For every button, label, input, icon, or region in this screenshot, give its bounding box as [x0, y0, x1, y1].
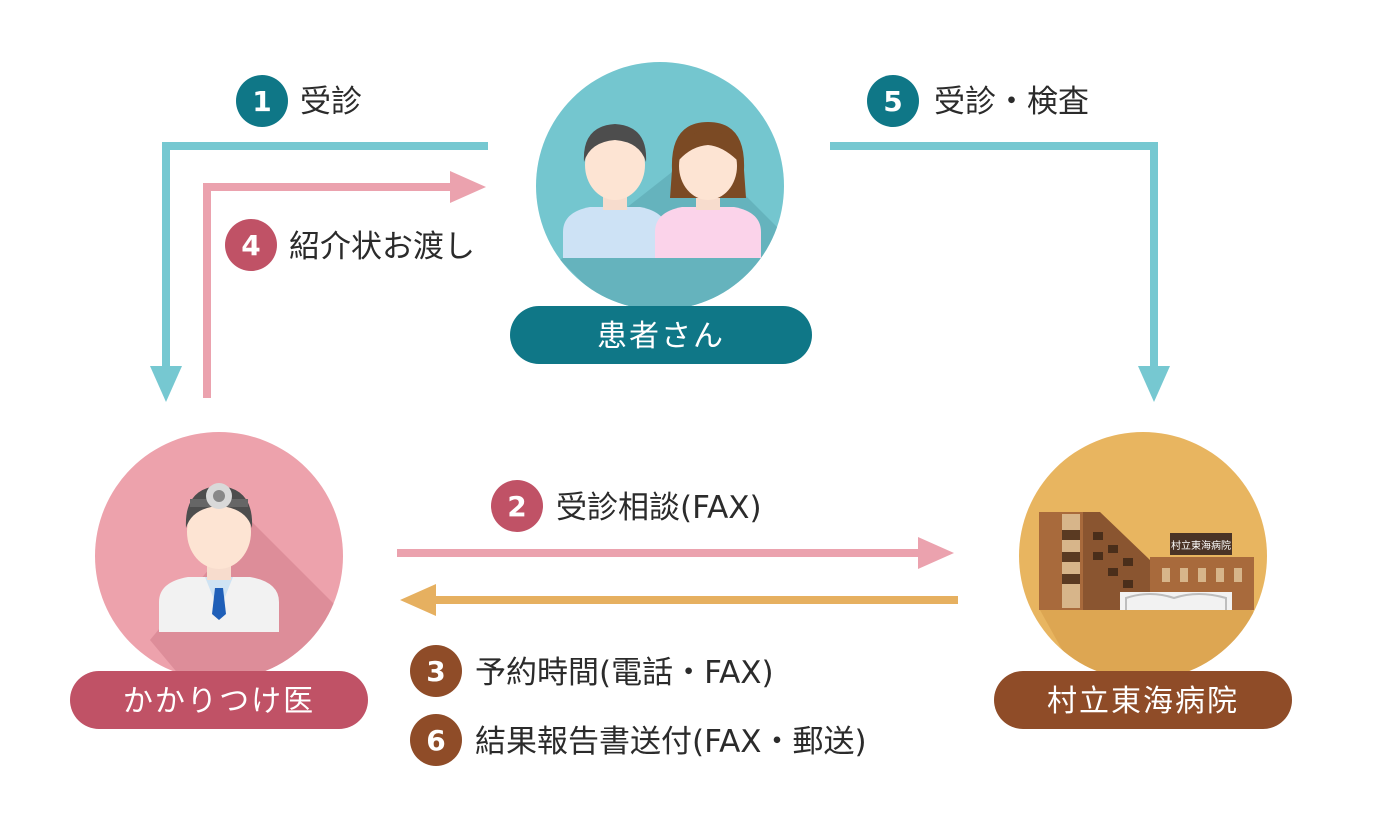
arrow-step2-doctor-to-hospital: [397, 537, 954, 569]
step-2-text: 受診相談(FAX): [556, 490, 762, 526]
step-3-number: 3: [426, 655, 445, 688]
step-2-label: 2 受診相談(FAX): [491, 480, 762, 532]
step-2-badge: [491, 480, 543, 532]
step-1-label: 1 受診: [236, 75, 362, 127]
hospital-building-icon: 村立東海病院: [1039, 512, 1254, 610]
step-5-text: 受診・検査: [934, 84, 1089, 120]
doctor-node: かかりつけ医: [70, 432, 368, 729]
hospital-node: 村立東海病院 村立東海病院: [994, 432, 1292, 729]
doctor-label-pill: [70, 671, 368, 729]
patients-label-pill: [510, 306, 812, 364]
patients-label: 患者さん: [597, 319, 725, 354]
doctor-icon: [159, 483, 279, 632]
step-3-badge: [410, 645, 462, 697]
step-3-text: 予約時間(電話・FAX): [475, 655, 774, 691]
step-6-text: 結果報告書送付(FAX・郵送): [475, 724, 867, 760]
arrow-step3-hospital-to-doctor: [400, 584, 958, 616]
patients-node: 患者さん: [510, 62, 812, 364]
step-1-number: 1: [252, 85, 271, 118]
hospital-label: 村立東海病院: [1047, 684, 1239, 719]
step-2-number: 2: [507, 490, 526, 523]
step-5-number: 5: [883, 85, 902, 118]
step-6-number: 6: [426, 724, 445, 757]
hospital-sign: [1170, 533, 1232, 555]
step-4-badge: [225, 219, 277, 271]
step-5-badge: [867, 75, 919, 127]
step-3-label: 3 予約時間(電話・FAX): [410, 645, 774, 697]
step-4-text: 紹介状お渡し: [289, 229, 475, 265]
arrow-step5-patients-to-hospital: [830, 142, 1170, 402]
step-1-text: 受診: [300, 84, 362, 120]
step-4-number: 4: [241, 229, 260, 262]
step-1-badge: [236, 75, 288, 127]
step-5-label: 5 受診・検査: [867, 75, 1089, 127]
doctor-label: かかりつけ医: [123, 684, 315, 719]
patients-icon: [563, 122, 761, 258]
hospital-sign-text: 村立東海病院: [1171, 539, 1231, 552]
step-6-badge: [410, 714, 462, 766]
arrow-step1-patients-to-doctor: [150, 142, 488, 402]
arrow-step4-doctor-to-patients: [203, 171, 486, 398]
step-6-label: 6 結果報告書送付(FAX・郵送): [410, 714, 867, 766]
hospital-label-pill: [994, 671, 1292, 729]
step-4-label: 4 紹介状お渡し: [225, 219, 475, 271]
